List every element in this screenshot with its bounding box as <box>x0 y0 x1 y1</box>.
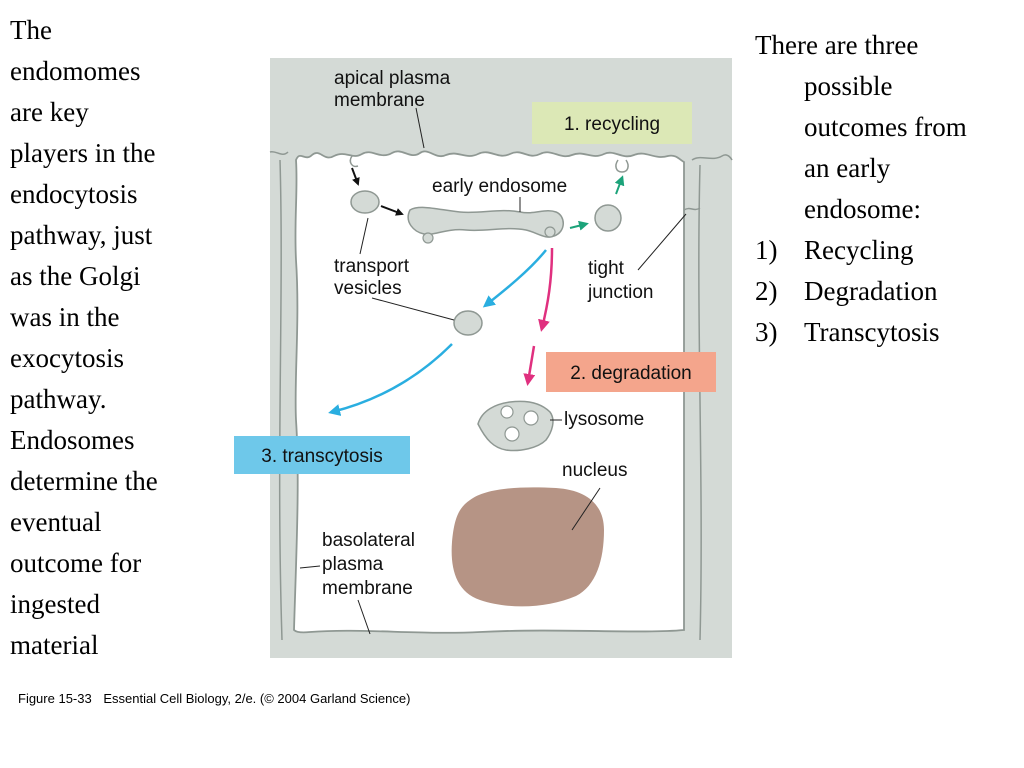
left-line: was in the <box>10 302 120 332</box>
label-junction: junction <box>587 282 654 303</box>
degradation-arrow <box>538 247 554 332</box>
entry-arrow <box>380 205 404 216</box>
lysosome-inclusion <box>504 426 520 442</box>
label-vesicles: vesicles <box>334 278 402 299</box>
intro-line: possible <box>804 71 893 101</box>
label-nucleus: nucleus <box>562 460 628 481</box>
endosome-bud <box>544 226 556 238</box>
transport-vesicle <box>350 190 380 214</box>
recycling-vesicle <box>594 204 622 232</box>
intro-line: an early <box>804 153 891 183</box>
caption-source: Essential Cell Biology, 2/e. (© 2004 Gar… <box>103 691 411 706</box>
label-lysosome: lysosome <box>564 409 644 430</box>
left-line: exocytosis <box>10 343 124 373</box>
outcome-number: 3) <box>755 317 778 347</box>
label-early-endosome: early endosome <box>432 176 567 197</box>
transcytosis-box <box>234 436 410 474</box>
leader-transport <box>359 217 369 255</box>
left-line: eventual <box>10 507 102 537</box>
label-apical-plasma: apical plasma <box>334 68 451 89</box>
left-line: as the Golgi <box>10 261 141 291</box>
label-basolateral: basolateral <box>322 530 415 551</box>
left-line: are key <box>10 97 89 127</box>
entry-arrow <box>351 167 360 186</box>
tight-junction <box>683 207 701 211</box>
apical-pit <box>349 155 359 168</box>
outcome-text: Degradation <box>804 276 938 306</box>
left-line: pathway. <box>10 384 107 414</box>
outcome-item-recycling: 1) Recycling <box>755 230 1017 271</box>
intro-line: outcomes from <box>804 112 967 142</box>
outcome-list: 1) Recycling 2) Degradation 3) Transcyto… <box>755 230 1017 353</box>
intro-line: endosome: <box>804 194 921 224</box>
outcome-text: Transcytosis <box>804 317 940 347</box>
left-description: The endomomes are key players in the end… <box>10 10 210 666</box>
leader-basolateral <box>357 599 371 635</box>
left-line: The <box>10 15 52 45</box>
outcome-number: 2) <box>755 276 778 306</box>
left-line: players in the <box>10 138 156 168</box>
outcome-item-degradation: 2) Degradation <box>755 271 1017 312</box>
outcome-number: 1) <box>755 235 778 265</box>
left-line: ingested <box>10 589 100 619</box>
lysosome-inclusion <box>500 405 514 419</box>
leader-nucleus <box>571 487 601 531</box>
left-line: Endosomes <box>10 425 135 455</box>
caption-figure-number: Figure 15-33 <box>18 691 92 706</box>
leader-transport <box>371 297 455 321</box>
left-line: outcome for <box>10 548 142 578</box>
transcytosis-vesicle <box>453 310 483 336</box>
endosome-bud <box>422 232 434 244</box>
recycling-box-label: 1. recycling <box>564 114 660 135</box>
left-line: determine the <box>10 466 158 496</box>
nucleus <box>451 487 604 607</box>
apical-pit <box>615 159 629 173</box>
label-basolateral-membrane: membrane <box>322 578 413 599</box>
label-basolateral-plasma: plasma <box>322 554 384 575</box>
lysosome-inclusion <box>523 410 539 426</box>
left-line: pathway, just <box>10 220 153 250</box>
intro-line: There are three <box>755 30 919 60</box>
label-tight: tight <box>588 258 625 279</box>
leader-basolateral <box>299 565 321 569</box>
outcome-item-transcytosis: 3) Transcytosis <box>755 312 1017 353</box>
transcytosis-arrow <box>482 249 547 308</box>
degradation-box <box>546 352 716 392</box>
label-transport: transport <box>334 256 410 277</box>
recycling-arrow <box>569 220 589 231</box>
left-line: endocytosis <box>10 179 138 209</box>
left-line: material <box>10 630 99 660</box>
label-apical-membrane: membrane <box>334 90 425 111</box>
early-endosome <box>407 206 564 238</box>
transcytosis-box-label: 3. transcytosis <box>261 446 382 467</box>
transcytosis-arrow <box>328 343 453 416</box>
left-line: endomomes <box>10 56 141 86</box>
recycling-arrow <box>614 175 625 195</box>
leader-tight <box>637 213 687 271</box>
right-neighbor-membrane <box>691 154 733 641</box>
figure-caption: Figure 15-33 Essential Cell Biology, 2/e… <box>18 691 410 706</box>
recycling-box <box>532 102 692 144</box>
degradation-box-label: 2. degradation <box>570 363 692 384</box>
left-neighbor-membrane <box>269 150 289 641</box>
leader-apical <box>415 107 425 149</box>
outcome-text: Recycling <box>804 235 914 265</box>
degradation-arrow <box>523 345 536 386</box>
right-description: There are three possible outcomes from a… <box>755 25 1017 353</box>
